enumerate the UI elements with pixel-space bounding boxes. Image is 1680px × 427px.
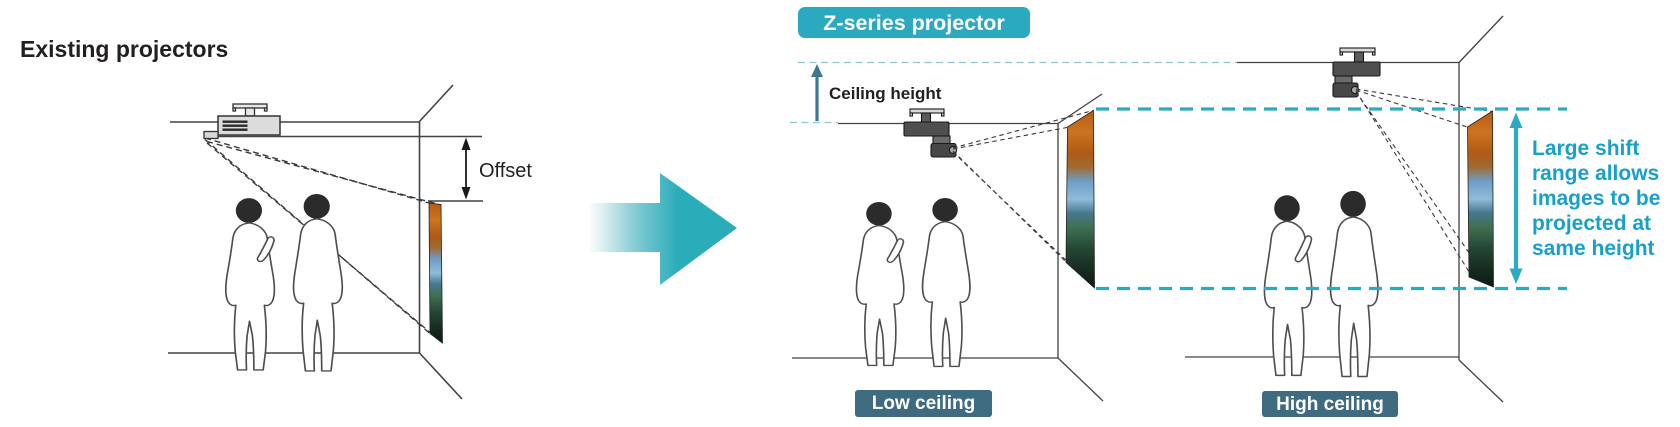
shift-range-measure: Large shift range allows images to be pr… [1509,112,1660,284]
mount-stub [232,107,237,112]
vent [222,124,248,127]
ceiling-projector-icon [1332,47,1381,98]
mount-plate [909,108,945,114]
badge-label: Z-series projector [823,11,1005,35]
beam-line [1355,90,1473,277]
ceiling-projector-icon [203,103,281,140]
beam-line [1355,88,1493,113]
offset-label: Offset [479,160,532,182]
mount-stub [940,112,945,117]
ceiling-corner-line [1057,93,1103,125]
ceiling-height-label: Ceiling height [829,84,942,103]
ceiling-corner-line [418,84,454,123]
arrow-up-head [811,64,823,77]
shift-range-note: Large shift range allows images to be pr… [1532,137,1660,260]
high-ceiling-label: High ceiling [1262,391,1398,417]
beam-line [952,126,1068,150]
vent [222,128,248,131]
label-text: Low ceiling [872,393,975,414]
ceiling-projector-icon [903,108,958,158]
projector-lens [203,130,219,140]
label-box [855,390,992,417]
room-outline [792,93,1104,402]
note-line: images to be [1532,187,1660,210]
floor-corner-line [418,352,463,400]
mount-plate [1339,47,1376,53]
floor-corner-line [1057,357,1104,402]
beam-line [206,140,442,206]
people-silhouettes [224,193,344,372]
projection-screen [1467,110,1494,288]
offset-arrow-head-up [461,137,471,150]
z-series-panel: Ceiling height [790,7,1660,417]
floor-corner-line [1458,359,1504,403]
mount-stem [920,112,932,123]
mount-stub [1339,51,1344,56]
image-height-dashes [1096,107,1567,291]
beam-line [952,109,1094,149]
ceiling-reference-dashes [790,61,1237,124]
projection-screen [428,202,443,344]
people-silhouettes [1263,190,1379,378]
mount-stub [263,107,268,112]
mount-stem [1353,51,1365,63]
z-series-badge: Z-series projector [798,7,1030,38]
badge-box [798,7,1030,38]
offset-arrow-head-down [461,187,471,200]
ceiling-height-measure: Ceiling height [811,64,942,121]
low-ceiling-label: Low ceiling [855,390,992,417]
shift-arrow-head-down [1509,268,1523,284]
shift-arrow-head-up [1509,112,1523,128]
projector-body [1332,61,1381,77]
label-text: High ceiling [1276,394,1384,415]
note-line: Large shift [1532,137,1639,160]
high-ceiling-room [1185,15,1504,403]
mount-stem [244,107,256,117]
people-silhouettes [855,197,971,368]
arrow-right-icon [590,173,737,285]
projection-screen [1065,109,1095,289]
ceiling-corner-line [1458,15,1504,63]
existing-projectors-panel: Existing projectors [20,36,532,400]
lens-bracket [932,135,951,145]
panel-title: Existing projectors [20,36,228,62]
note-line: range allows [1532,162,1659,185]
note-line: projected at [1532,212,1651,235]
beam-line [952,150,1067,263]
vent [222,120,248,123]
projector-body [903,121,950,137]
offset-measure: Offset [461,137,532,200]
room-outline [168,84,483,400]
note-line: same height [1532,237,1655,260]
lens-bracket [1334,75,1353,84]
label-box [1262,391,1398,417]
room-outline [1185,15,1504,403]
mount-stub [1371,51,1376,56]
mount-stub [909,112,914,117]
low-ceiling-room [792,93,1104,402]
